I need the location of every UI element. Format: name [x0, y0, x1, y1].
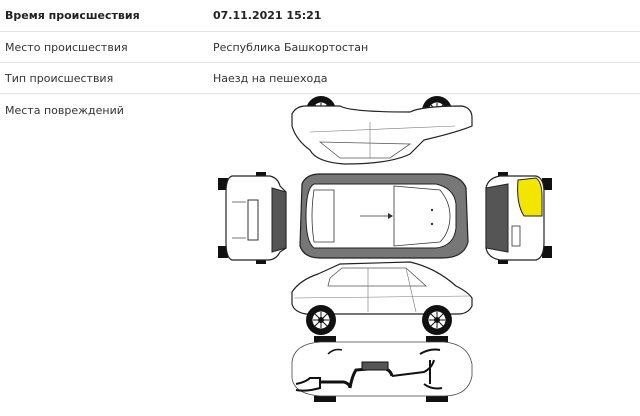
car-side-view-bottom — [291, 261, 473, 336]
car-front-view — [218, 172, 287, 264]
car-rear-view — [485, 172, 552, 264]
incident-type-value: Наезд на пешехода — [213, 71, 328, 85]
damage-places-row: Места повреждений — [0, 94, 640, 414]
incident-type-label: Тип происшествия — [5, 71, 114, 85]
car-damage-diagram — [210, 92, 560, 412]
car-side-view-top — [291, 95, 473, 165]
incident-time-value: 07.11.2021 15:21 — [213, 9, 322, 22]
incident-type-row: Тип происшествия Наезд на пешехода — [0, 63, 640, 94]
incident-time-row: Время происшествия 07.11.2021 15:21 — [0, 0, 640, 32]
car-damage-svg — [218, 95, 552, 402]
damage-places-label: Места повреждений — [5, 104, 124, 117]
incident-time-label: Время происшествия — [5, 9, 140, 22]
incident-place-row: Место происшествия Республика Башкортост… — [0, 32, 640, 63]
damage-highlight-rear-right — [517, 177, 543, 217]
incident-place-label: Место происшествия — [5, 40, 128, 54]
car-underbody-view — [291, 336, 473, 402]
car-top-view — [299, 173, 469, 259]
incident-place-value: Республика Башкортостан — [213, 40, 369, 54]
